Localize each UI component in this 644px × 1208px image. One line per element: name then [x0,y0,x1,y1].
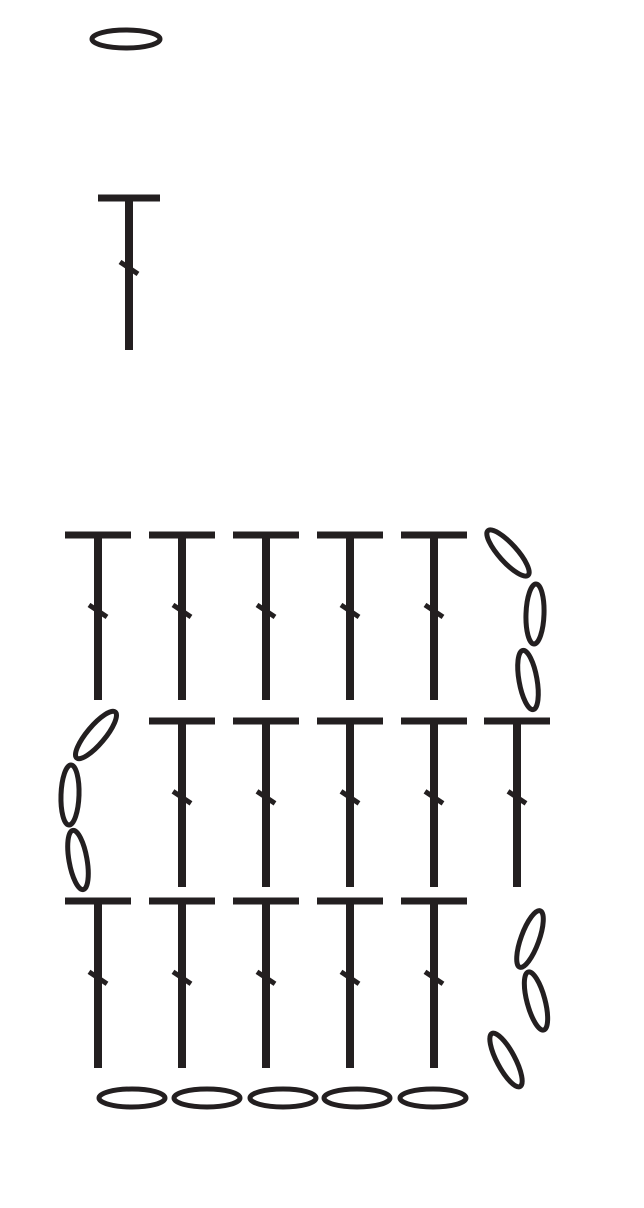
stitch-legend [89,27,163,350]
turning-chain-stitch [65,827,91,893]
double-crochet-stitch [65,531,131,700]
foundation-chain-stitch [321,1086,393,1110]
dc-tick [87,602,109,619]
foundation-chain-stitch [171,1086,243,1110]
turning-chain-row-2 [58,708,119,893]
foundation-chain-stitch [397,1086,469,1110]
double-crochet-stitch [65,897,131,1068]
turning-chain-stitch [521,969,551,1033]
turning-chain-stitch [523,581,547,647]
turning-chain-row-3 [484,527,547,713]
turning-chain-stitch [515,647,541,713]
double-crochet-stitch [149,717,215,887]
dc-tick [171,602,193,619]
stitch-chart [58,527,551,1110]
turning-chain-stitch [73,708,119,762]
dc-tick [506,789,528,806]
dc-tick [171,789,193,806]
dc-tick [339,789,361,806]
dc-tick [339,969,361,986]
dc-tick [171,969,193,986]
double-crochet-stitch [149,531,215,700]
double-crochet-stitch [401,531,467,700]
turning-chain-stitch [514,908,546,970]
turning-chain-stitch [58,762,82,828]
dc-tick [118,259,140,277]
dc-tick [255,789,277,806]
turning-chain-stitch [484,527,532,579]
double-crochet-stitch [401,717,467,887]
double-crochet-stitch [233,897,299,1068]
dc-tick [423,969,445,986]
double-crochet-stitch [401,897,467,1068]
double-crochet-stitch [149,897,215,1068]
double-crochet-stitch [233,531,299,700]
turning-chain-row-1 [487,908,551,1090]
chart-row-3 [65,531,467,700]
double-crochet-stitch [317,717,383,887]
double-crochet-stitch [484,717,550,887]
double-crochet-icon [98,194,160,350]
dc-tick [423,602,445,619]
turning-chain-stitch [487,1030,525,1090]
chart-row-1 [65,897,467,1068]
chart-row-2 [149,717,550,887]
chain-stitch-icon [89,27,163,51]
foundation-chain-stitch [96,1086,168,1110]
dc-tick [255,602,277,619]
double-crochet-stitch [233,717,299,887]
dc-tick [423,789,445,806]
foundation-chain-stitch [247,1086,319,1110]
double-crochet-stitch [317,531,383,700]
double-crochet-stitch [317,897,383,1068]
dc-tick [255,969,277,986]
dc-tick [87,969,109,986]
dc-tick [339,602,361,619]
